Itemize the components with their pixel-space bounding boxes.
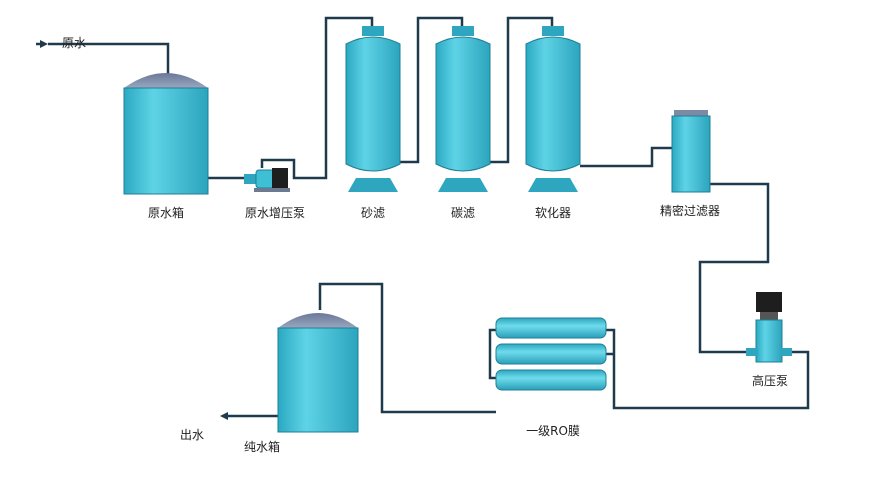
pipe-hppump-to-ro [604,328,810,410]
ro-membrane-icon [495,317,607,391]
label-softener: 软化器 [534,206,572,220]
raw-water-tank-icon [123,73,209,195]
label-carbon-filter: 碳滤 [450,206,476,220]
label-ro-membrane: 一级RO膜 [526,424,580,438]
high-pressure-pump-icon [746,292,792,363]
raw-water-pump-icon [244,168,290,192]
pipe-ro-manifold-left [488,328,498,380]
pipe-precision-to-hppump [698,182,770,354]
label-raw-water-tank: 原水箱 [147,206,185,220]
label-sand-filter: 砂滤 [360,206,386,220]
pipe-softener-to-precision [580,146,676,168]
label-raw-water-in: 原水 [62,36,87,50]
label-water-out: 出水 [180,428,205,442]
carbon-filter-vessel-icon [435,26,491,192]
label-precision-filter: 精密过滤器 [659,204,721,218]
label-raw-water-pump: 原水增压泵 [244,206,306,220]
pipe-carbon-to-softener [490,16,554,164]
label-high-pressure-pump: 高压泵 [751,374,789,388]
outlet-arrow-icon [220,412,228,420]
pipes [48,16,810,418]
precision-filter-icon [671,110,711,193]
pipe-pump-to-sand [260,16,374,180]
pure-water-tank-icon [277,313,359,433]
sand-filter-vessel-icon [345,26,401,192]
pipe-sand-to-carbon [400,16,464,164]
softener-vessel-icon [525,26,581,192]
pipe-ro-to-pure-tank [318,282,496,414]
inlet-arrow-icon [40,40,48,48]
label-pure-water-tank: 纯水箱 [243,440,281,454]
pipe-raw-inlet [48,42,170,80]
arrows [36,40,228,420]
